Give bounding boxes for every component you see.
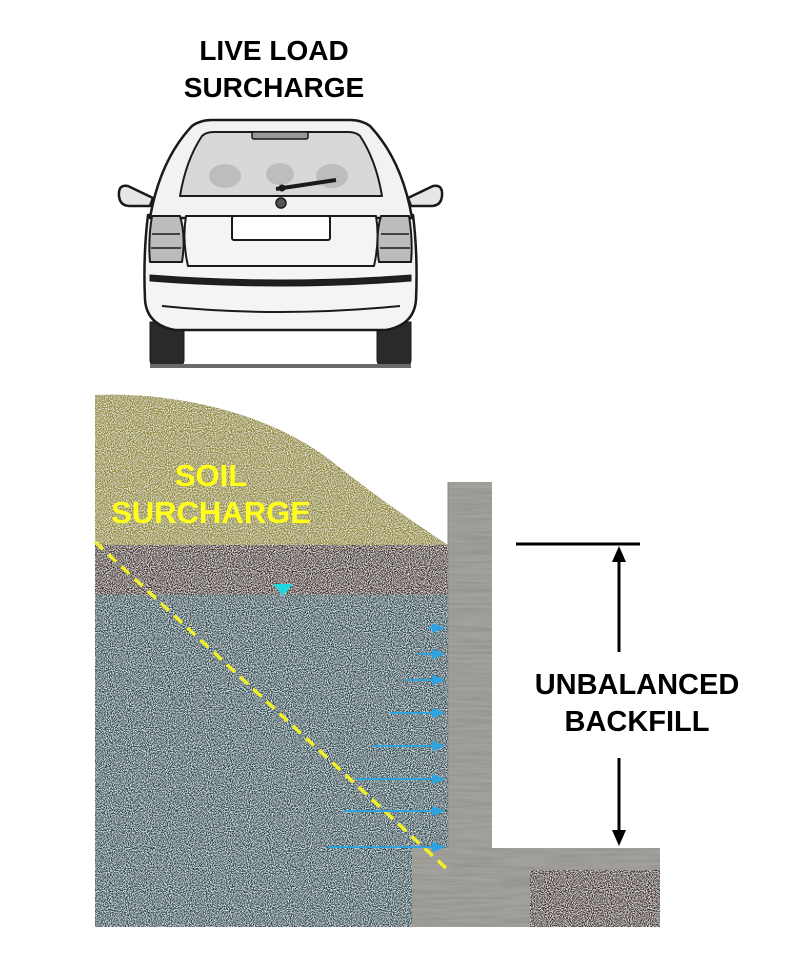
pressure-arrow xyxy=(328,842,446,852)
headrest-left xyxy=(209,164,241,188)
soil-surcharge-label-line1: SOIL xyxy=(175,458,247,493)
unbalanced-backfill-dimension xyxy=(516,542,640,846)
water-table-triangle-icon xyxy=(273,584,293,596)
license-plate xyxy=(231,215,331,241)
right-mirror xyxy=(406,184,444,208)
car-rear-view-icon xyxy=(117,118,444,368)
headrest-center xyxy=(266,163,294,185)
high-brake-light xyxy=(251,131,309,140)
toe-soil-layer xyxy=(530,870,660,927)
soil-surcharge-mound xyxy=(95,394,448,545)
saturated-soil-layer xyxy=(95,595,448,927)
headrest-right xyxy=(316,164,348,188)
pressure-arrow xyxy=(356,774,446,784)
brand-badge xyxy=(275,197,287,209)
pressure-arrow xyxy=(372,741,446,751)
rear-wiper xyxy=(275,178,337,191)
live-load-label-line1: LIVE LOAD xyxy=(199,35,348,66)
failure-plane xyxy=(93,540,450,872)
right-tail-light xyxy=(376,215,413,263)
unbalanced-backfill-label-line2: BACKFILL xyxy=(565,706,710,738)
unbalanced-backfill-label-line1: UNBALANCED xyxy=(535,669,740,701)
wall-stem xyxy=(448,482,492,852)
wall-key xyxy=(412,866,530,927)
pressure-arrow xyxy=(418,649,446,659)
left-mirror xyxy=(117,184,155,208)
pressure-arrow xyxy=(390,708,446,718)
live-load-label-line2: SURCHARGE xyxy=(184,72,364,103)
wall-footing xyxy=(412,848,660,870)
soil-surcharge-label-line2: SURCHARGE xyxy=(111,495,311,530)
bumper-strip xyxy=(149,274,412,287)
arrow-up-icon xyxy=(612,546,626,562)
pressure-arrow xyxy=(406,675,446,685)
wiper-pivot xyxy=(278,184,286,192)
retaining-wall xyxy=(412,482,660,927)
pressure-arrow xyxy=(344,806,446,816)
arrow-down-icon xyxy=(612,830,626,846)
topsoil-layer xyxy=(95,545,448,595)
lateral-pressure-arrows xyxy=(328,623,446,852)
pressure-arrow xyxy=(428,623,446,633)
left-tail-light xyxy=(148,215,185,263)
